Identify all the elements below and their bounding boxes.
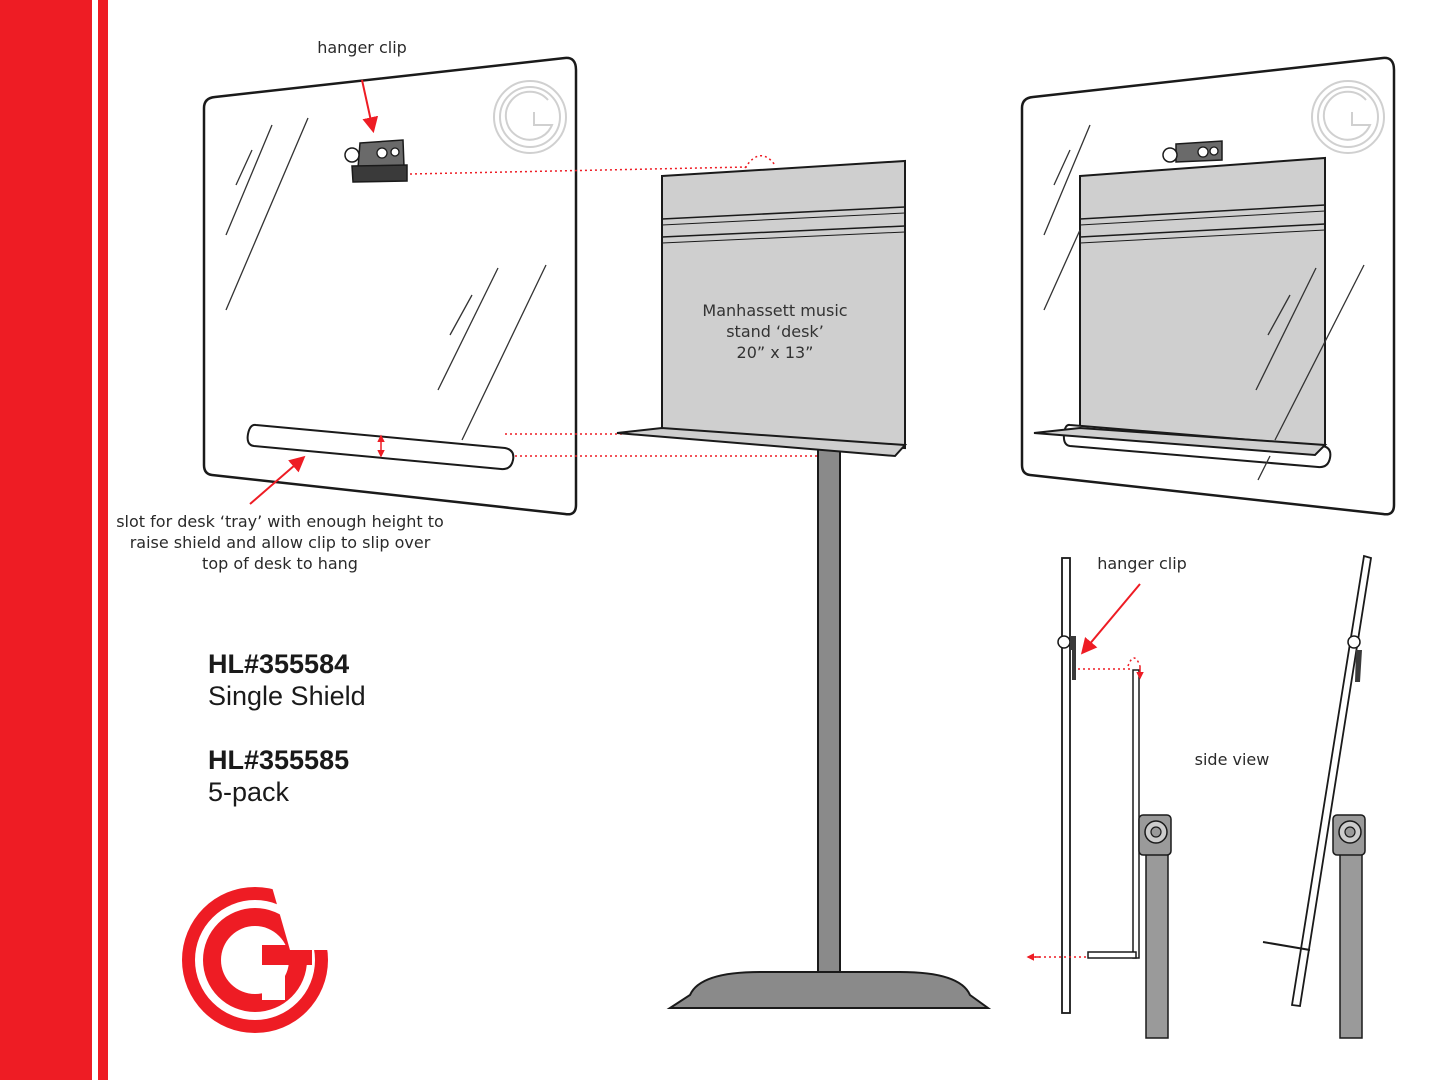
stand-tray (616, 426, 908, 458)
glare-lines (225, 117, 547, 441)
hanger-clip-arrow (361, 79, 379, 134)
product-name: 5-pack (208, 777, 290, 807)
product-code: HL#355585 (208, 745, 350, 775)
watermark-logo-icon (493, 80, 567, 154)
alignment-guides (409, 155, 825, 457)
product-single-shield: HL#355584 Single Shield (208, 648, 366, 712)
product-code: HL#355584 (208, 649, 350, 679)
product-five-pack: HL#355585 5-pack (208, 744, 349, 808)
side-view-label: side view (1194, 750, 1270, 769)
side-guides (1035, 657, 1141, 958)
desk-label: Manhassett music stand ‘desk’ 20” x 13” (702, 301, 848, 362)
side-view-separated (1057, 557, 1172, 1039)
stand-base (666, 971, 992, 1009)
brand-logo-icon (182, 880, 330, 1033)
assembled-hanger-clip (1162, 140, 1223, 163)
side-hanger-clip-label: hanger clip (1097, 554, 1187, 573)
hanger-clip (344, 139, 408, 183)
side-view-hung (1262, 554, 1373, 1039)
stand-pole (817, 444, 841, 978)
product-name: Single Shield (208, 681, 366, 711)
hanger-clip-label: hanger clip (317, 38, 407, 57)
left-shield (202, 56, 578, 516)
side-hanger-clip-arrow (1080, 583, 1141, 655)
slot-arrow (249, 455, 306, 505)
assembled-view (1020, 56, 1396, 516)
red-side-stripe (98, 0, 108, 1080)
red-side-bar (0, 0, 92, 1080)
slot-note: slot for desk ‘tray’ with enough height … (116, 512, 444, 573)
stand-desk (661, 159, 906, 450)
music-stand (616, 159, 992, 1009)
assembled-watermark-logo-icon (1311, 80, 1385, 154)
